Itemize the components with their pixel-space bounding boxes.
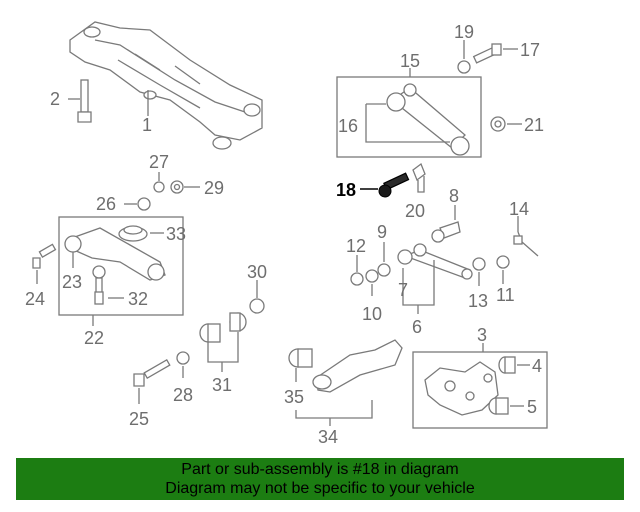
callout-27: 27 — [149, 152, 169, 172]
pin-part-14[interactable] — [513, 231, 539, 257]
callout-23: 23 — [62, 272, 82, 292]
bolt-part-18[interactable] — [378, 172, 410, 198]
nut-part-30[interactable] — [249, 298, 265, 314]
callout-32: 32 — [128, 289, 148, 309]
knuckle-part-3[interactable] — [424, 361, 499, 416]
callout-16: 16 — [338, 116, 358, 136]
callout-1: 1 — [142, 115, 152, 135]
callout-29: 29 — [204, 178, 224, 198]
bolt-part-17[interactable] — [472, 43, 502, 64]
callout-12: 12 — [346, 236, 366, 256]
callout-13: 13 — [468, 291, 488, 311]
lateral-link-part-6[interactable] — [397, 243, 473, 280]
parts-diagram: 1 2 15 16 21 19 17 18 20 — [25, 21, 548, 447]
callout-9: 9 — [377, 222, 387, 242]
nut-part-21[interactable] — [490, 116, 506, 132]
callout-5: 5 — [527, 397, 537, 417]
bolt-part-2[interactable] — [77, 79, 92, 123]
bolt-part-24[interactable] — [32, 243, 57, 269]
nut-part-27[interactable] — [153, 181, 165, 193]
callout-15: 15 — [400, 51, 420, 71]
callout-31: 31 — [212, 375, 232, 395]
ball-joint-part-8[interactable] — [431, 221, 461, 243]
washer-part-9[interactable] — [377, 263, 391, 277]
callout-6: 6 — [412, 317, 422, 337]
group-frame-3 — [412, 351, 548, 429]
washer-part-11[interactable] — [496, 255, 510, 269]
group-frame-15 — [336, 76, 482, 158]
lateral-arm-part-15[interactable] — [386, 83, 470, 156]
callout-11: 11 — [496, 285, 515, 305]
info-banner: Part or sub-assembly is #18 in diagram D… — [16, 458, 624, 500]
washer-part-20[interactable] — [412, 162, 426, 193]
nut-part-13[interactable] — [472, 257, 486, 271]
callout-25: 25 — [129, 409, 149, 429]
bushing-part-4[interactable] — [498, 356, 516, 374]
callout-28: 28 — [173, 385, 193, 405]
callout-24: 24 — [25, 289, 45, 309]
callout-22: 22 — [84, 328, 104, 348]
washer-part-28[interactable] — [176, 351, 190, 365]
callout-30: 30 — [247, 262, 267, 282]
callout-17: 17 — [520, 40, 540, 60]
bushing-part-35[interactable] — [288, 348, 313, 368]
lower-arm-part[interactable] — [64, 227, 166, 281]
callout-20: 20 — [405, 201, 425, 221]
callout-3: 3 — [477, 325, 487, 345]
bushing-part-5[interactable] — [488, 397, 509, 415]
subframe-part[interactable] — [69, 21, 263, 150]
callout-2: 2 — [50, 89, 60, 109]
callout-8: 8 — [449, 186, 459, 206]
callout-26: 26 — [96, 194, 116, 214]
banner-line-2: Diagram may not be specific to your vehi… — [165, 480, 475, 497]
washer-part-10[interactable] — [365, 269, 379, 283]
bushing-part-31[interactable] — [199, 312, 247, 343]
callout-18: 18 — [336, 180, 356, 200]
callout-7: 7 — [398, 280, 408, 300]
callout-4: 4 — [532, 356, 542, 376]
spring-seat-part-33[interactable] — [118, 225, 148, 242]
callout-10: 10 — [362, 304, 382, 324]
nut-part-12[interactable] — [350, 272, 364, 286]
callout-21: 21 — [524, 115, 544, 135]
trailing-arm-part-34[interactable] — [312, 339, 403, 393]
washer-part-26[interactable] — [137, 197, 151, 211]
callout-33: 33 — [166, 224, 186, 244]
callout-19: 19 — [454, 22, 474, 42]
stabilizer-link-part-32[interactable] — [92, 265, 106, 305]
callout-35: 35 — [284, 387, 304, 407]
callout-14: 14 — [509, 199, 529, 219]
banner-line-1: Part or sub-assembly is #18 in diagram — [181, 461, 459, 478]
group-frame-22 — [58, 216, 184, 316]
callout-34: 34 — [318, 427, 338, 447]
washer-part-19[interactable] — [457, 60, 471, 74]
bolt-part-25[interactable] — [133, 359, 171, 387]
nut-part-29[interactable] — [170, 180, 184, 194]
